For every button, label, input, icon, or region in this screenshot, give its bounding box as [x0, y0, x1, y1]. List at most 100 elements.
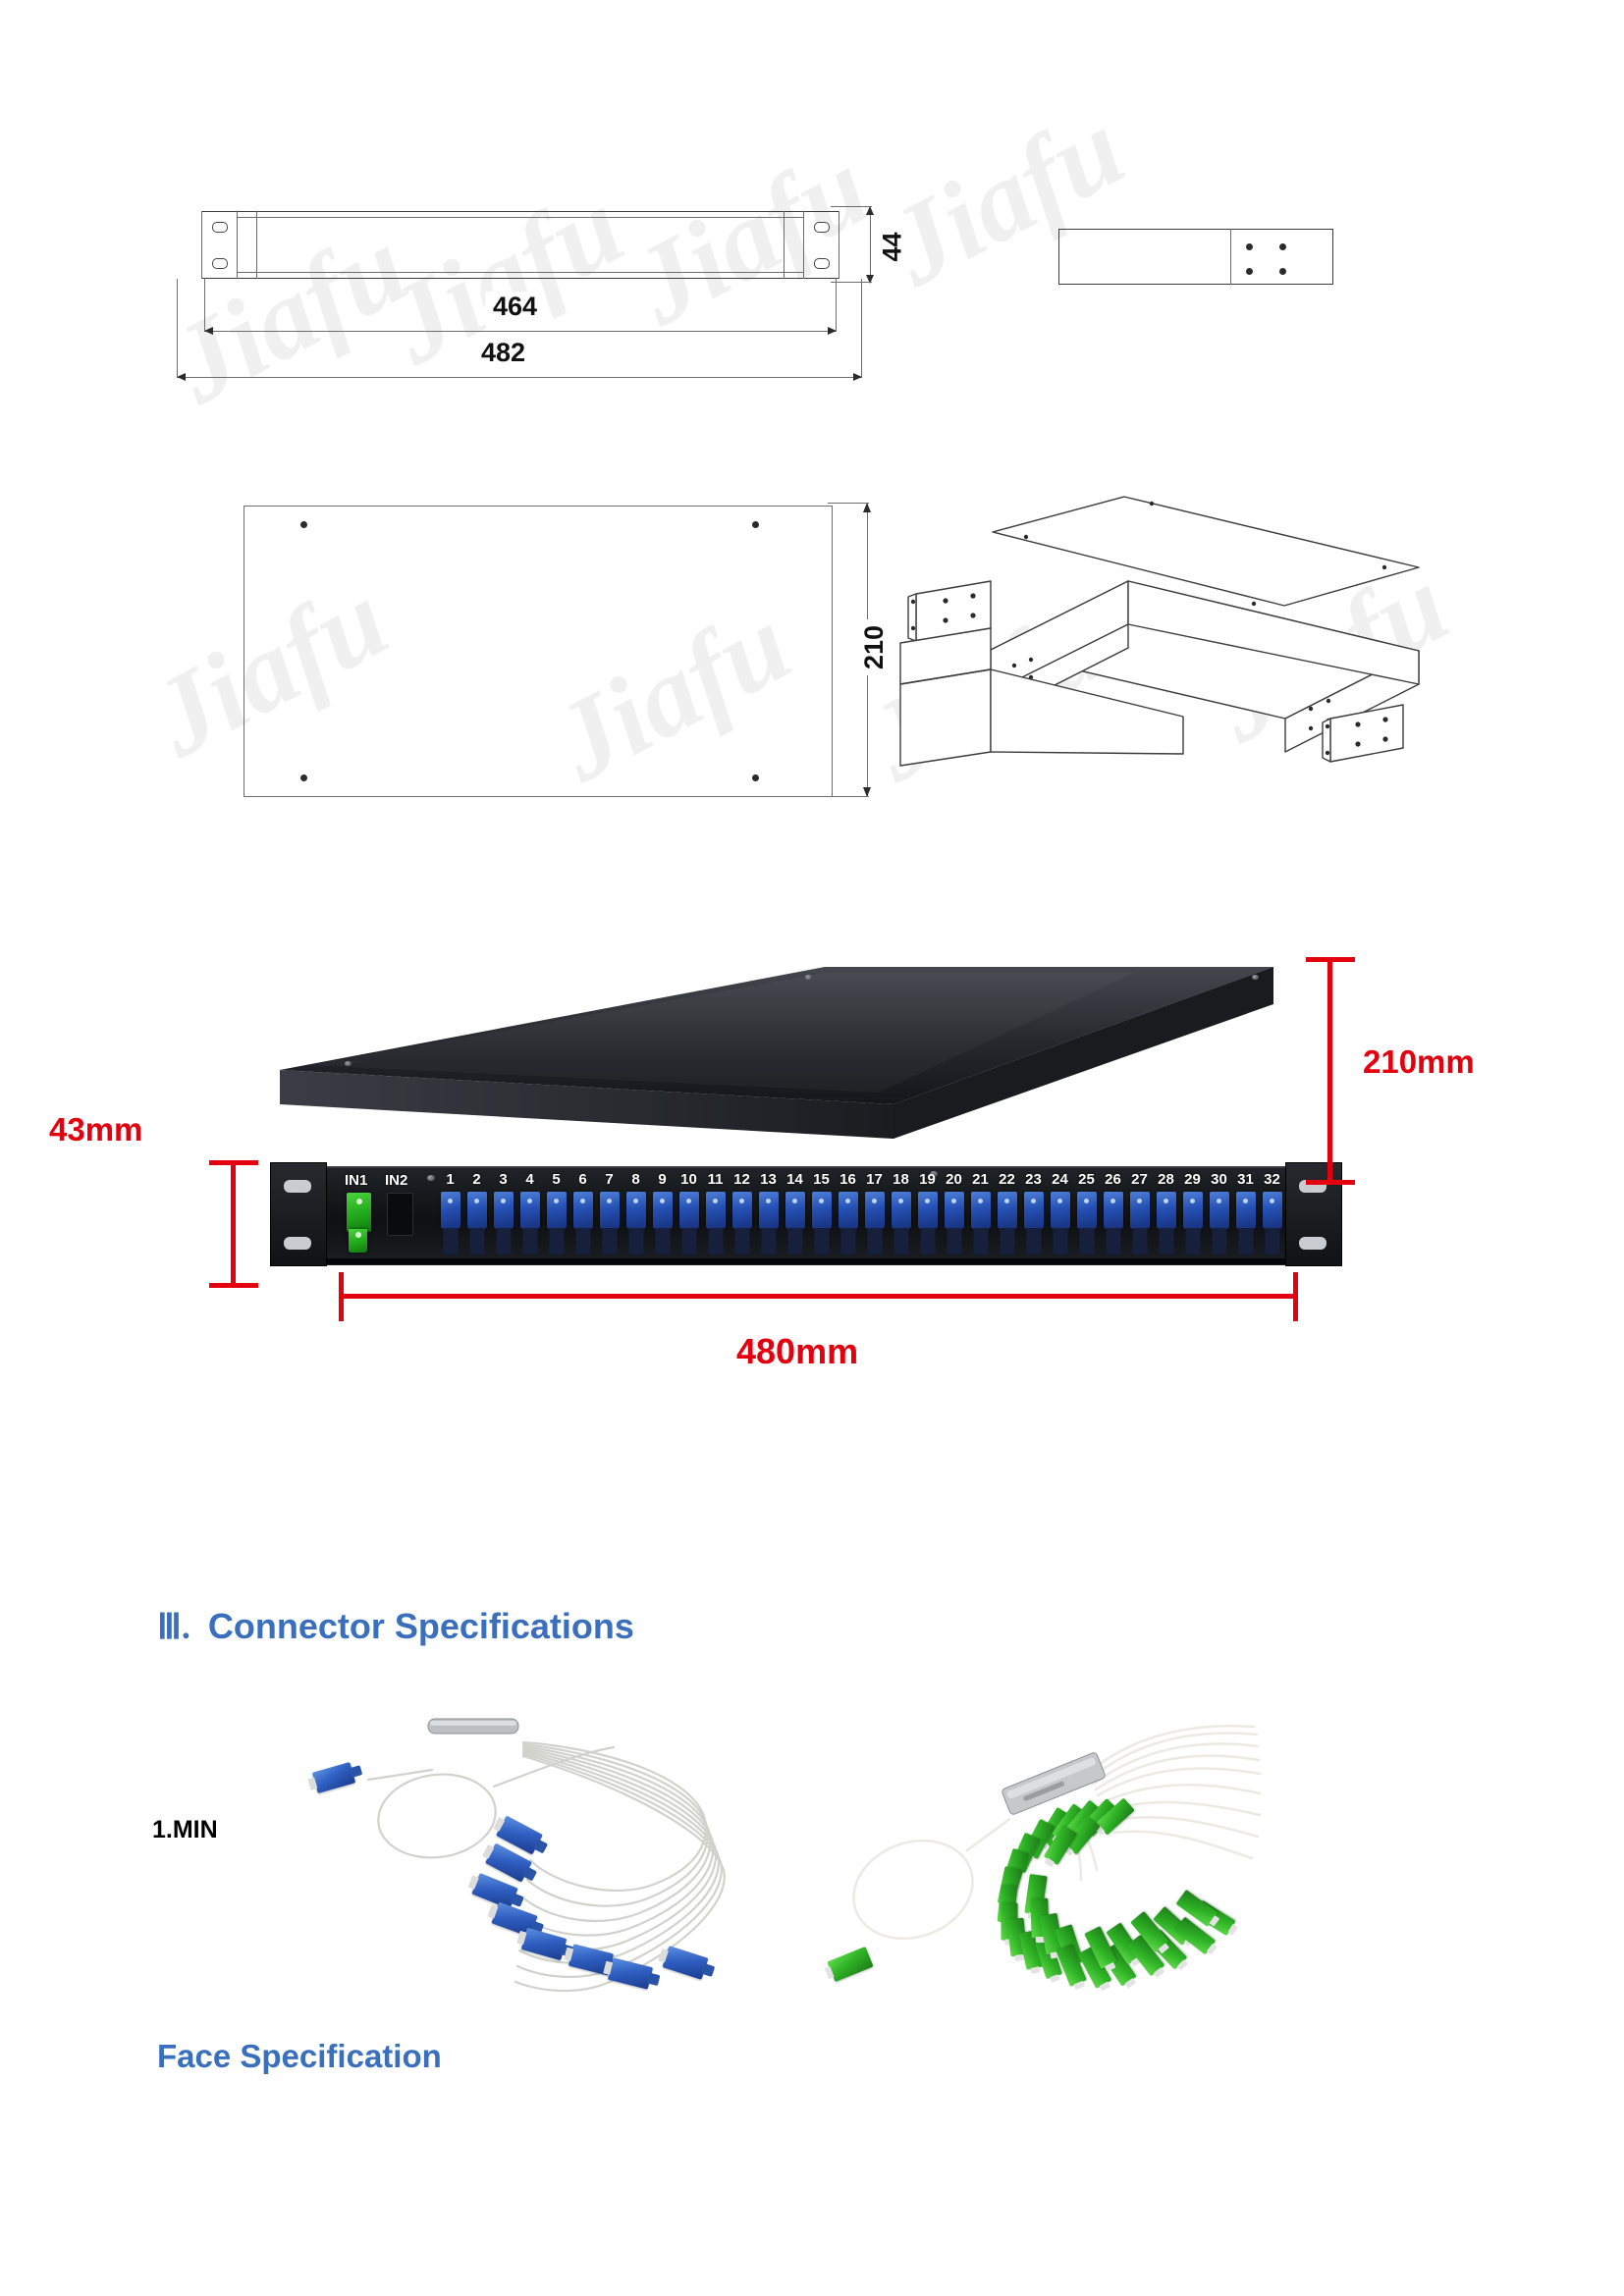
mounting-hole	[212, 222, 228, 233]
port-boot	[1000, 1228, 1014, 1255]
port-number: 6	[578, 1171, 587, 1188]
output-port[interactable]: 10	[676, 1166, 702, 1264]
output-port[interactable]: 21	[967, 1166, 994, 1264]
port-number: 10	[680, 1171, 697, 1188]
input-slot-in2[interactable]	[387, 1193, 413, 1236]
output-port[interactable]: 32	[1259, 1166, 1285, 1264]
cover-screw-hole	[752, 774, 759, 781]
output-port[interactable]: 3	[490, 1166, 516, 1264]
port-adapter	[891, 1192, 911, 1229]
port-adapter	[1050, 1192, 1070, 1229]
exploded-isometric-assembly-view	[889, 491, 1438, 805]
output-port[interactable]: 11	[702, 1166, 729, 1264]
sc-apc-connector-fan	[810, 1713, 1262, 2007]
dimension-label-44: 44	[877, 232, 907, 262]
output-port[interactable]: 20	[941, 1166, 967, 1264]
port-boot	[1132, 1228, 1147, 1255]
port-boot	[1053, 1228, 1067, 1255]
exploded-view-svg	[899, 496, 1420, 767]
port-adapter	[944, 1192, 964, 1229]
output-port[interactable]: 28	[1153, 1166, 1179, 1264]
output-port[interactable]: 19	[914, 1166, 941, 1264]
front-panel: IN1 IN2 1 2 3	[270, 1162, 1342, 1266]
mounting-hole	[212, 258, 228, 269]
rack-ear-slot	[284, 1180, 311, 1193]
cover-screw-hole	[300, 774, 307, 781]
output-port[interactable]: 2	[463, 1166, 490, 1264]
port-adapter	[546, 1192, 567, 1229]
input-label-in1: IN1	[345, 1172, 368, 1189]
output-port[interactable]: 9	[649, 1166, 676, 1264]
port-boot	[469, 1228, 484, 1255]
output-port[interactable]: 4	[516, 1166, 543, 1264]
port-adapter	[1076, 1192, 1097, 1229]
port-boot	[1265, 1228, 1279, 1255]
port-adapter	[599, 1192, 620, 1229]
section-heading-connector-specifications: Ⅲ. Connector Specifications	[157, 1606, 634, 1647]
port-number: 27	[1131, 1171, 1148, 1188]
port-boot	[867, 1228, 882, 1255]
port-adapter	[678, 1192, 699, 1229]
output-port[interactable]: 30	[1206, 1166, 1232, 1264]
output-port[interactable]: 29	[1179, 1166, 1206, 1264]
output-port[interactable]: 12	[729, 1166, 755, 1264]
input-connector-in1[interactable]	[347, 1193, 371, 1232]
chassis-screw	[1252, 975, 1259, 980]
output-port[interactable]: 26	[1100, 1166, 1126, 1264]
port-number: 11	[707, 1171, 724, 1188]
output-port[interactable]: 8	[623, 1166, 649, 1264]
chassis-body-svg	[280, 967, 1273, 1139]
output-port-row: 1 2 3 4 5	[437, 1166, 1282, 1264]
port-number: 3	[499, 1171, 508, 1188]
port-boot	[1185, 1228, 1200, 1255]
output-port[interactable]: 1	[437, 1166, 463, 1264]
port-boot	[734, 1228, 749, 1255]
output-port[interactable]: 24	[1047, 1166, 1073, 1264]
output-port[interactable]: 13	[755, 1166, 782, 1264]
output-port[interactable]: 27	[1126, 1166, 1153, 1264]
dimension-label-482: 482	[473, 338, 534, 368]
input-label-in2: IN2	[385, 1172, 408, 1189]
port-number: 25	[1078, 1171, 1095, 1188]
chassis-screw	[345, 1061, 352, 1066]
dimension-width-482: 482	[177, 279, 864, 391]
port-number: 32	[1264, 1171, 1280, 1188]
output-port[interactable]: 16	[835, 1166, 861, 1264]
port-boot	[1238, 1228, 1253, 1255]
output-port[interactable]: 6	[569, 1166, 596, 1264]
output-port[interactable]: 18	[888, 1166, 914, 1264]
annotation-label-480mm: 480mm	[736, 1331, 859, 1371]
port-boot	[443, 1228, 458, 1255]
port-adapter	[917, 1192, 938, 1229]
port-number: 21	[972, 1171, 989, 1188]
port-adapter	[1129, 1192, 1150, 1229]
port-number: 13	[760, 1171, 777, 1188]
output-port[interactable]: 5	[543, 1166, 569, 1264]
section-title: Connector Specifications	[207, 1606, 634, 1646]
port-boot	[549, 1228, 564, 1255]
port-boot	[761, 1228, 776, 1255]
output-port[interactable]: 7	[596, 1166, 623, 1264]
port-adapter	[785, 1192, 805, 1229]
output-port[interactable]: 22	[994, 1166, 1020, 1264]
output-port[interactable]: 25	[1073, 1166, 1100, 1264]
output-port[interactable]: 17	[861, 1166, 888, 1264]
port-adapter	[970, 1192, 991, 1229]
plc-splitter-sc-apc-green-photo	[810, 1713, 1262, 2007]
output-port[interactable]: 14	[782, 1166, 808, 1264]
bracket-screw-hole	[1246, 268, 1253, 275]
port-adapter	[1023, 1192, 1044, 1229]
port-boot	[973, 1228, 988, 1255]
rack-mount-splitter-photo	[250, 967, 1301, 1281]
output-port[interactable]: 31	[1232, 1166, 1259, 1264]
port-adapter	[1262, 1192, 1282, 1229]
section-heading-face-specification: Face Specification	[157, 2038, 442, 2074]
port-number: 20	[946, 1171, 962, 1188]
output-port[interactable]: 23	[1020, 1166, 1047, 1264]
port-adapter	[440, 1192, 460, 1229]
output-port[interactable]: 15	[808, 1166, 835, 1264]
annotation-label-43mm: 43mm	[49, 1111, 143, 1148]
port-boot	[496, 1228, 511, 1255]
port-boot	[920, 1228, 935, 1255]
